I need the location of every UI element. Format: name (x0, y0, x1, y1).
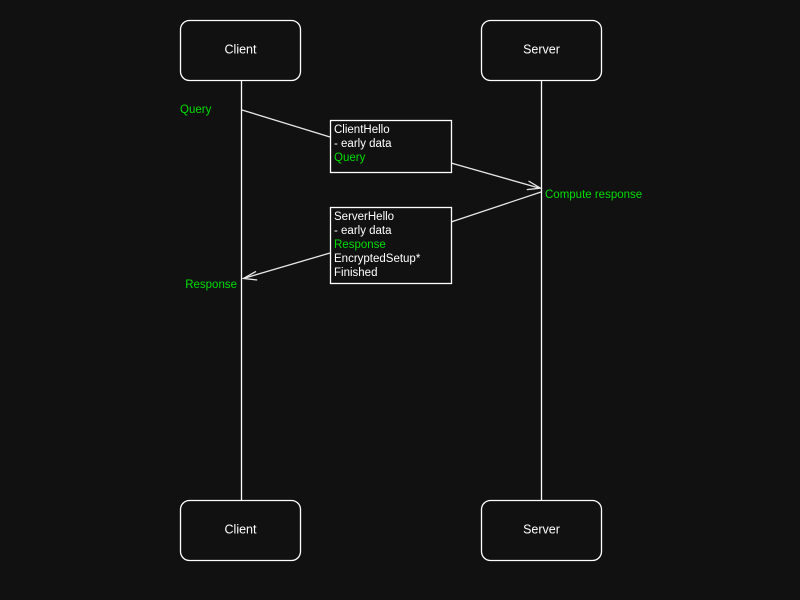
note-line-serverhello-2: Response (334, 239, 386, 251)
actor-label-client-top: Client (225, 42, 257, 56)
arrow-client-to-clienthello (241, 109, 331, 138)
arrowhead-to-server (526, 180, 543, 191)
actor-label-server-bottom: Server (523, 522, 560, 536)
actor-box-server-top[interactable] (480, 19, 603, 82)
note-line-serverhello-1: - early data (334, 225, 392, 237)
arrow-serverhello-to-client (244, 252, 331, 279)
note-line-clienthello-1: - early data (334, 138, 392, 150)
note-line-clienthello-2: Query (334, 152, 366, 164)
note-box-client-hello[interactable] (329, 119, 453, 174)
note-box-server-hello[interactable] (329, 206, 453, 285)
note-line-serverhello-3: EncryptedSetup* (334, 253, 421, 265)
arrowhead-to-client (241, 270, 258, 281)
note-line-clienthello-0: ClientHello (334, 124, 390, 136)
arrow-clienthello-to-server (450, 162, 540, 189)
actor-label-server-top: Server (523, 42, 560, 56)
edge-label-response: Response (185, 279, 237, 291)
edge-label-query: Query (180, 104, 212, 116)
edge-label-compute-response: Compute response (545, 189, 642, 201)
actor-box-client-bottom[interactable] (179, 499, 302, 562)
actor-box-server-bottom[interactable] (480, 499, 603, 562)
note-line-serverhello-0: ServerHello (334, 211, 394, 223)
arrow-server-to-serverhello (450, 191, 542, 223)
actor-label-client-bottom: Client (225, 522, 257, 536)
actor-box-client-top[interactable] (179, 19, 302, 82)
note-line-serverhello-4: Finished (334, 267, 377, 279)
